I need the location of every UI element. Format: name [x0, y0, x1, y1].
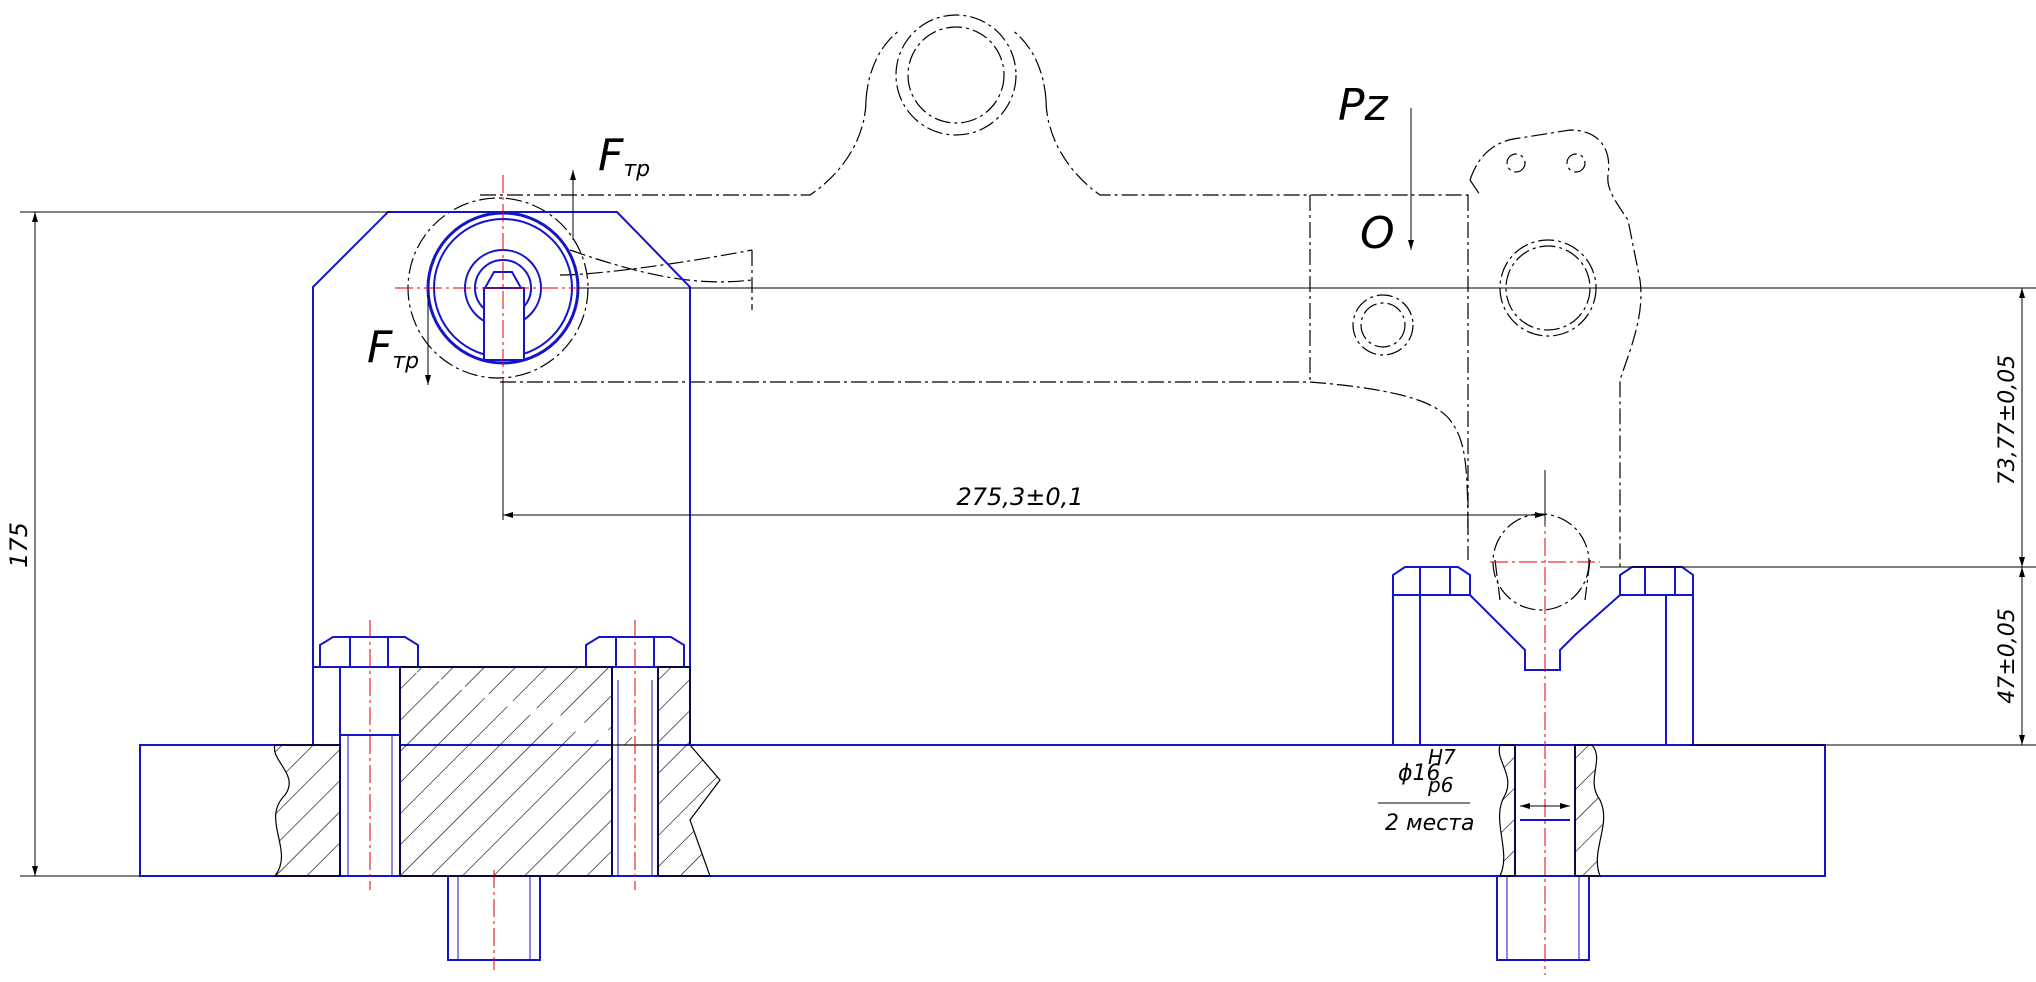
nut-right-2 — [1619, 566, 1694, 595]
label-o: O — [1360, 208, 1395, 259]
workpiece-phantom — [407, 14, 1642, 611]
label-ftr-bottom: Fтр — [367, 322, 419, 374]
force-labels: Pz O Fтр Fтр — [367, 80, 1395, 374]
dimension-lines — [20, 108, 2036, 877]
dimension-texts: 175 275,3±0,1 73,77±0,05 47±0,05 ϕ16 H7 … — [5, 355, 2020, 836]
fixture — [139, 211, 1826, 961]
dim-overall-height: 175 — [5, 522, 33, 568]
label-pz: Pz — [1338, 80, 1389, 131]
dim-height-upper: 73,77±0,05 — [1995, 355, 2020, 485]
left-bracket — [312, 211, 691, 667]
dim-fit-count: 2 места — [1385, 811, 1475, 836]
locating-pin-right — [1496, 875, 1590, 961]
dim-fit-hole: H7 — [1428, 745, 1456, 769]
dim-height-lower: 47±0,05 — [1995, 608, 2020, 703]
base-plate — [139, 744, 1826, 877]
center-lines — [369, 175, 1600, 975]
label-ftr-top: Fтр — [598, 130, 650, 182]
v-block — [1392, 594, 1694, 745]
dim-fit-shaft: p6 — [1427, 773, 1453, 797]
locating-pin-left — [447, 875, 541, 961]
section-hatching — [273, 666, 1605, 877]
dim-fit-prefix: ϕ16 — [1398, 761, 1441, 786]
dim-center-distance: 275,3±0,1 — [957, 483, 1084, 511]
nut-right-1 — [1392, 566, 1471, 595]
